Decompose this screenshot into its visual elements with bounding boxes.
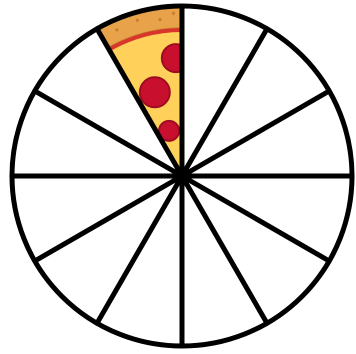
pepperoni-2 <box>162 44 190 72</box>
crust-dot-1 <box>115 28 118 31</box>
crust-dot-3 <box>158 18 161 21</box>
crust-dot-4 <box>172 12 175 15</box>
crust-dot-2 <box>136 19 139 22</box>
pepperoni-1 <box>140 77 170 107</box>
